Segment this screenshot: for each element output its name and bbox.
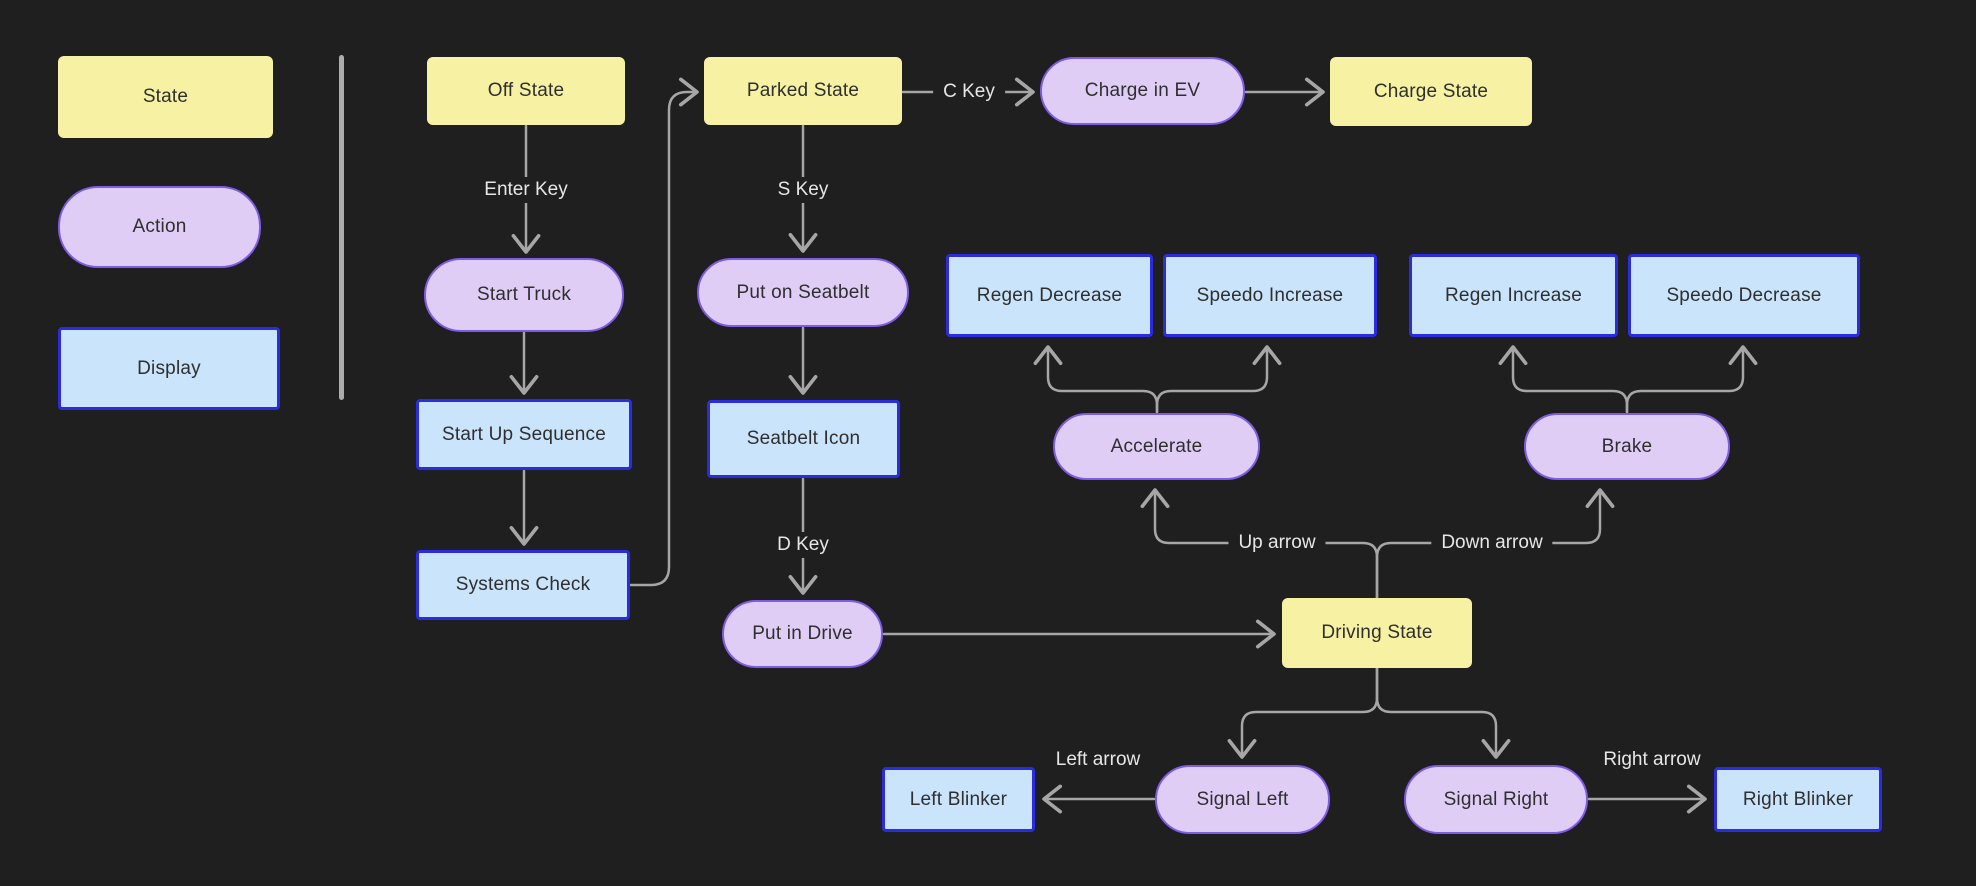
legend-action-node: Action — [58, 186, 261, 268]
node-right-blinker-label: Right Blinker — [1742, 788, 1854, 810]
edge-brake-speedodecrease — [1625, 345, 1758, 414]
node-start-truck: Start Truck — [424, 258, 624, 332]
node-systems-check: Systems Check — [416, 550, 630, 620]
node-start-truck-label: Start Truck — [476, 284, 572, 305]
node-seatbelt-icon-label: Seatbelt Icon — [746, 428, 861, 449]
node-left-blinker: Left Blinker — [882, 767, 1035, 832]
node-driving-state-label: Driving State — [1321, 622, 1433, 643]
node-regen-increase-label: Regen Increase — [1445, 284, 1582, 306]
legend-state-label: State — [142, 86, 189, 107]
edge-label-s-key: S Key — [767, 177, 839, 203]
edge-drivingstate-signalright — [1375, 666, 1511, 759]
node-put-on-seatbelt: Put on Seatbelt — [697, 258, 909, 327]
node-brake-label: Brake — [1601, 435, 1653, 457]
node-accelerate: Accelerate — [1053, 413, 1260, 480]
edge-label-left-arrow: Left arrow — [1055, 749, 1141, 770]
node-right-blinker: Right Blinker — [1714, 767, 1882, 832]
node-off-state-label: Off State — [487, 80, 565, 101]
node-put-in-drive: Put in Drive — [722, 600, 883, 668]
node-parked-state-label: Parked State — [746, 80, 860, 101]
node-charge-state: Charge State — [1330, 57, 1532, 126]
edge-drivingstate-signalleft — [1227, 666, 1379, 759]
node-driving-state: Driving State — [1282, 598, 1472, 668]
edge-accelerate-speedoincrease — [1155, 345, 1282, 414]
node-left-blinker-label: Left Blinker — [909, 788, 1008, 810]
edge-label-d-key: D Key — [767, 532, 839, 558]
legend-divider — [339, 55, 344, 400]
node-seatbelt-icon: Seatbelt Icon — [707, 400, 900, 478]
node-signal-right: Signal Right — [1404, 765, 1588, 834]
node-regen-increase: Regen Increase — [1409, 254, 1618, 337]
node-off-state: Off State — [427, 57, 625, 125]
node-speedo-increase-label: Speedo Increase — [1196, 284, 1344, 306]
node-start-up-sequence: Start Up Sequence — [416, 399, 632, 470]
node-regen-decrease: Regen Decrease — [946, 254, 1153, 337]
legend-action-label: Action — [132, 216, 187, 237]
node-brake: Brake — [1524, 413, 1730, 480]
legend-display-node: Display — [58, 327, 280, 410]
node-put-in-drive-label: Put in Drive — [752, 623, 853, 644]
node-speedo-decrease: Speedo Decrease — [1628, 254, 1860, 337]
node-signal-left: Signal Left — [1155, 765, 1330, 834]
edge-label-enter-key: Enter Key — [474, 177, 578, 203]
node-regen-decrease-label: Regen Decrease — [976, 284, 1123, 306]
node-charge-state-label: Charge State — [1373, 80, 1489, 102]
edge-brake-regenincrease — [1498, 345, 1629, 414]
node-start-up-sequence-label: Start Up Sequence — [442, 423, 606, 445]
node-speedo-increase: Speedo Increase — [1163, 254, 1377, 337]
edge-label-up-arrow: Up arrow — [1228, 530, 1326, 556]
node-signal-right-label: Signal Right — [1443, 788, 1549, 810]
edge-accelerate-regendecrease — [1033, 345, 1159, 414]
node-parked-state: Parked State — [704, 57, 902, 125]
node-put-on-seatbelt-label: Put on Seatbelt — [736, 281, 870, 303]
node-systems-check-label: Systems Check — [455, 574, 591, 595]
edge-label-right-arrow: Right arrow — [1603, 749, 1701, 770]
legend-display-label: Display — [137, 357, 201, 379]
node-charge-in-ev-label: Charge in EV — [1084, 80, 1201, 101]
edge-label-down-arrow: Down arrow — [1431, 530, 1553, 556]
node-speedo-decrease-label: Speedo Decrease — [1666, 284, 1822, 306]
node-accelerate-label: Accelerate — [1110, 435, 1203, 457]
edge-label-c-key: C Key — [933, 79, 1005, 105]
node-charge-in-ev: Charge in EV — [1040, 57, 1245, 125]
edge-systemscheck-parkedstate — [629, 77, 699, 587]
legend-state-node: State — [58, 56, 273, 138]
node-signal-left-label: Signal Left — [1196, 788, 1289, 810]
